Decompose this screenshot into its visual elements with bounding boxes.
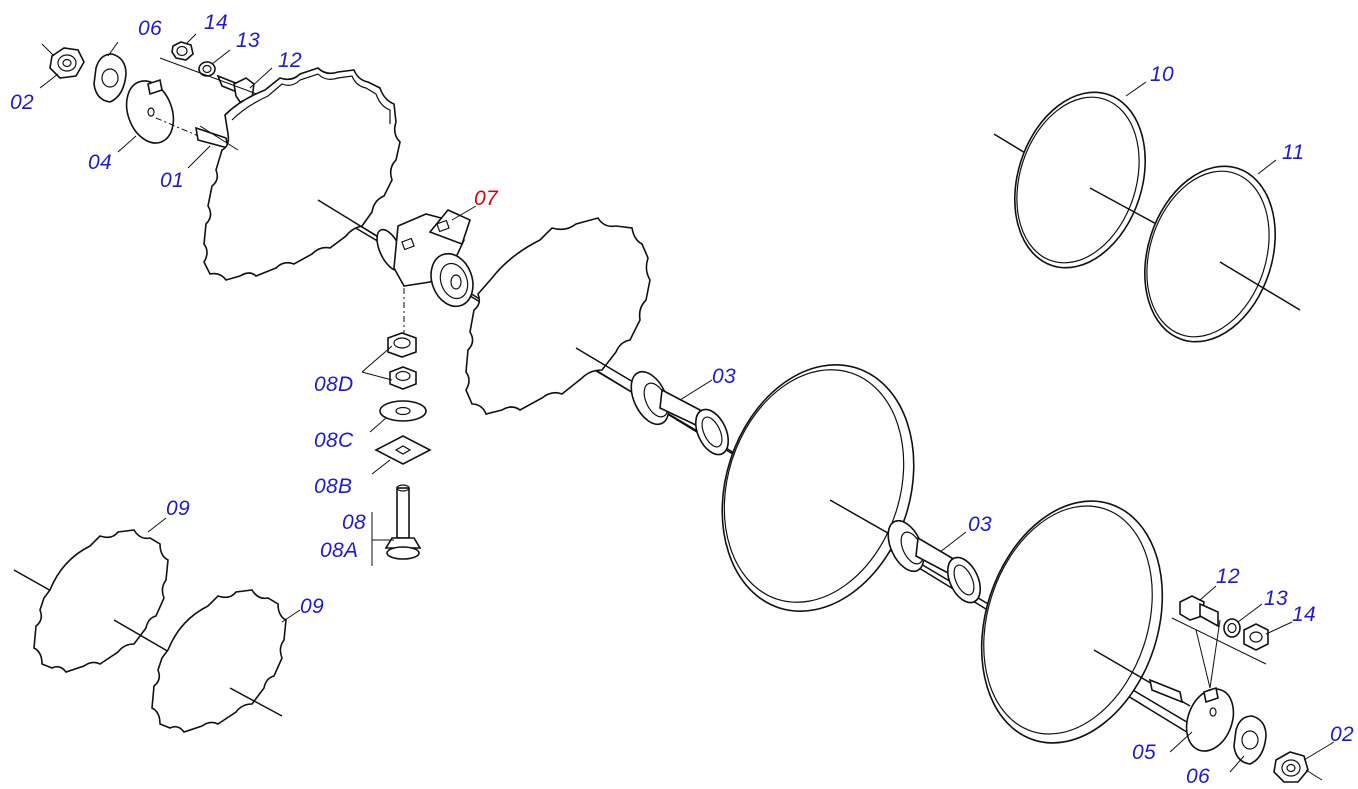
label-08B: 08B bbox=[314, 475, 353, 498]
bolt-12-bottom bbox=[1179, 595, 1219, 628]
flange-06-top bbox=[93, 53, 127, 103]
label-11: 11 bbox=[1282, 141, 1305, 164]
label-02-bottom: 02 bbox=[1330, 723, 1354, 746]
bolt-08A bbox=[384, 484, 422, 560]
plain-disc-large bbox=[721, 364, 915, 612]
label-06-top: 06 bbox=[138, 17, 162, 40]
plate-05 bbox=[1185, 686, 1235, 752]
flange-06-bottom bbox=[1233, 715, 1267, 765]
plain-disc-bottom bbox=[980, 500, 1164, 744]
nut-14-top bbox=[171, 41, 194, 61]
label-07: 07 bbox=[474, 187, 498, 210]
key-01 bbox=[194, 126, 230, 150]
label-09-b: 09 bbox=[300, 595, 324, 618]
label-01: 01 bbox=[160, 169, 184, 192]
notched-disc-center bbox=[465, 217, 651, 415]
notched-disc-09-a bbox=[13, 529, 177, 673]
label-06-bottom: 06 bbox=[1186, 765, 1210, 788]
label-10: 10 bbox=[1150, 63, 1174, 86]
washer-13-bottom bbox=[1223, 618, 1241, 638]
label-08A: 08A bbox=[320, 539, 359, 562]
bolt-12-top bbox=[216, 74, 255, 103]
label-12-top: 12 bbox=[278, 49, 302, 72]
plain-disc-11 bbox=[1144, 165, 1301, 343]
label-14-bottom: 14 bbox=[1292, 603, 1316, 626]
spool-03-b bbox=[887, 519, 982, 604]
label-13-top: 13 bbox=[236, 29, 260, 52]
nut-08D-upper bbox=[387, 332, 417, 358]
label-03-a: 03 bbox=[712, 365, 736, 388]
label-08D: 08D bbox=[314, 373, 354, 396]
spool-03-a bbox=[630, 370, 730, 456]
plate-08B bbox=[374, 435, 432, 465]
label-08: 08 bbox=[342, 511, 366, 534]
key-bottom bbox=[1148, 678, 1184, 704]
nut-08D-lower bbox=[389, 366, 417, 390]
label-14-top: 14 bbox=[204, 11, 228, 34]
nut-02-top bbox=[49, 47, 85, 79]
label-02-top: 02 bbox=[10, 91, 34, 114]
label-09-a: 09 bbox=[166, 497, 190, 520]
label-08C: 08C bbox=[314, 429, 354, 452]
plain-disc-10 bbox=[993, 91, 1161, 269]
label-04: 04 bbox=[88, 151, 112, 174]
label-05: 05 bbox=[1132, 741, 1156, 764]
notched-disc-09-b bbox=[151, 589, 287, 733]
washer-13-top bbox=[198, 61, 216, 77]
label-12-bottom: 12 bbox=[1216, 565, 1240, 588]
label-13-bottom: 13 bbox=[1264, 587, 1288, 610]
washer-08C bbox=[379, 400, 427, 422]
notched-disc-large bbox=[203, 67, 401, 281]
nut-14-bottom bbox=[1243, 623, 1269, 651]
nut-02-bottom bbox=[1273, 751, 1309, 783]
bearing-housing-07 bbox=[376, 209, 474, 308]
label-03-b: 03 bbox=[968, 513, 992, 536]
plate-04 bbox=[125, 78, 175, 144]
